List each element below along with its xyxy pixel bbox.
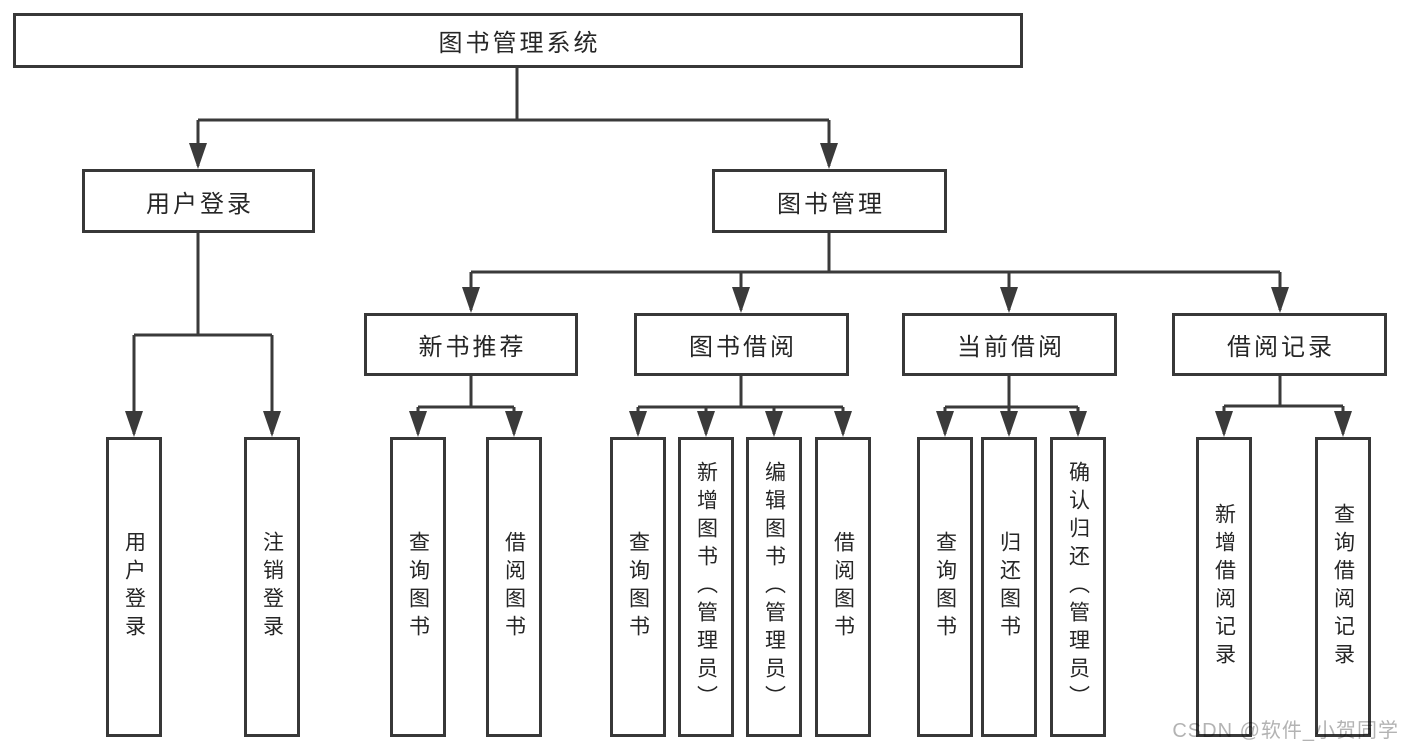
- connector-borrow-records-branch: [1222, 376, 1345, 434]
- node-edit-books-admin: 编辑图书（管理员）: [746, 437, 802, 737]
- node-borrowing-records: 借阅记录: [1172, 313, 1387, 376]
- node-user-login-branch: 用户登录: [82, 169, 315, 233]
- node-return-books: 归还图书: [981, 437, 1037, 737]
- connector-root-to-level2: [196, 68, 831, 166]
- node-confirm-return-admin: 确认归还（管理员）: [1050, 437, 1106, 737]
- node-book-management-branch: 图书管理: [712, 169, 947, 233]
- node-query-books-borrowing: 查询图书: [610, 437, 666, 737]
- connector-new-book-branch: [416, 376, 516, 434]
- node-add-borrow-record: 新增借阅记录: [1196, 437, 1252, 737]
- node-new-book-recommendation: 新书推荐: [364, 313, 578, 376]
- node-borrow-books: 借阅图书: [815, 437, 871, 737]
- node-query-books-recommend: 查询图书: [390, 437, 446, 737]
- connector-user-login-branch: [132, 233, 274, 434]
- node-query-books-current: 查询图书: [917, 437, 973, 737]
- node-query-borrow-record: 查询借阅记录: [1315, 437, 1371, 737]
- node-book-borrowing: 图书借阅: [634, 313, 849, 376]
- node-borrow-books-recommend: 借阅图书: [486, 437, 542, 737]
- connector-book-management-branch: [469, 233, 1282, 310]
- node-current-borrowing: 当前借阅: [902, 313, 1117, 376]
- node-library-system: 图书管理系统: [13, 13, 1023, 68]
- node-add-books-admin: 新增图书（管理员）: [678, 437, 734, 737]
- arrowheads: [125, 143, 1352, 437]
- node-logout: 注销登录: [244, 437, 300, 737]
- connector-book-borrowing-branch: [636, 376, 845, 434]
- node-user-login: 用户登录: [106, 437, 162, 737]
- watermark: CSDN @软件_小贺同学: [1172, 720, 1399, 742]
